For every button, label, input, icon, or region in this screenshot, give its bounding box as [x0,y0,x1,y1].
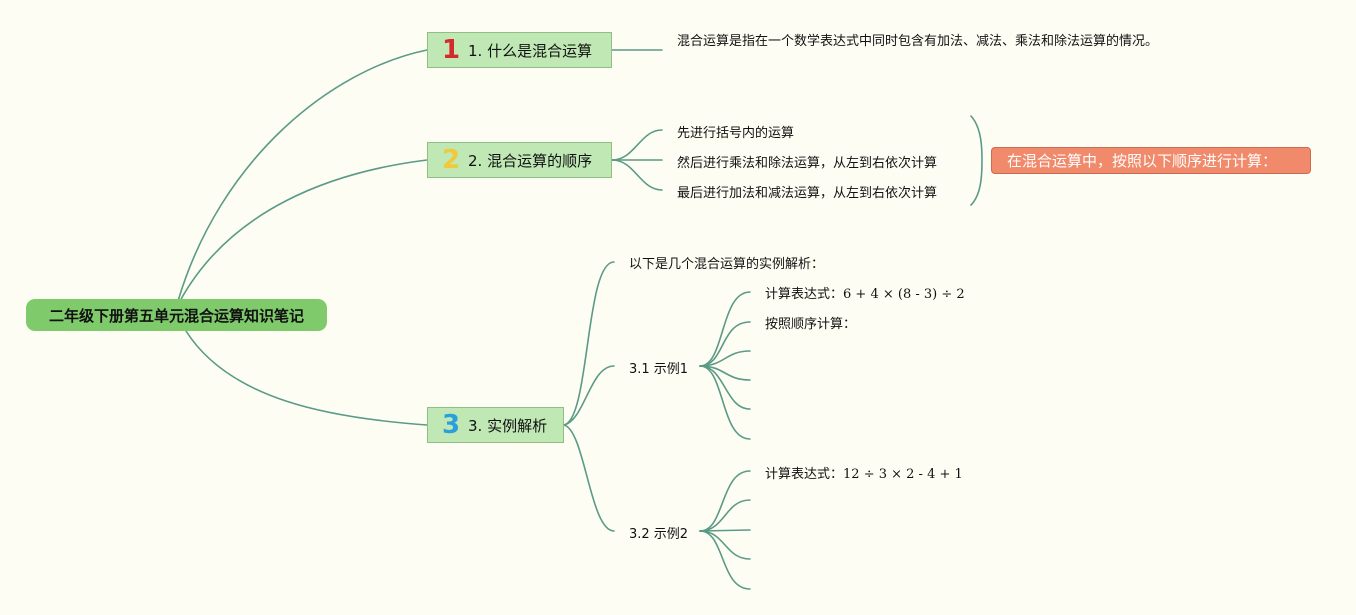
order-summary[interactable]: 在混合运算中，按照以下顺序进行计算： [991,147,1311,174]
order-step-3[interactable]: 最后进行加法和减法运算，从左到右依次计算 [677,186,938,201]
link-example2-child2 [699,499,751,532]
number-two-icon: 2 [441,145,461,175]
link-example1-child6 [699,365,751,440]
link-example2-child3 [699,529,751,532]
topic2-label: 2. 混合运算的顺序 [468,151,593,170]
link-example2-child1 [699,470,751,532]
example2-label: 3.2 示例2 [629,527,689,542]
summary-bracket [970,115,983,206]
link-example2-child5 [699,530,751,590]
link-topic2-step1 [611,129,663,161]
link-example2-child4 [699,530,751,560]
link-topic3-example2 [563,424,615,532]
example1-expression[interactable]: 计算表达式：6 + 4 × (8 - 3) ÷ 2 [765,283,965,302]
number-three-icon: 3 [441,410,461,440]
link-example1-child1 [699,291,751,367]
topic-example-analysis[interactable]: 3 3. 实例解析 [427,407,564,443]
link-root-topic3 [185,330,428,426]
link-topic3-example1 [563,365,615,426]
example2-expression-label: 计算表达式： [765,467,844,482]
link-example1-child5 [699,365,751,410]
example2-node[interactable]: 3.2 示例2 [629,523,688,542]
examples-intro[interactable]: 以下是几个混合运算的实例解析： [629,257,825,272]
number-one-icon: 1 [441,35,461,65]
example2-expression-value: 12 ÷ 3 × 2 - 4 + 1 [843,467,963,482]
order-summary-label: 在混合运算中，按照以下顺序进行计算： [1007,152,1278,170]
example1-order-note[interactable]: 按照顺序计算： [765,317,857,332]
topic-operation-order[interactable]: 2 2. 混合运算的顺序 [427,142,612,178]
link-root-topic2 [179,159,428,302]
order-step-1[interactable]: 先进行括号内的运算 [677,126,795,141]
link-topic2-step3 [611,159,663,191]
example1-expression-label: 计算表达式： [765,287,844,302]
root-topic-label: 二年级下册第五单元混合运算知识笔记 [48,306,304,325]
topic1-label: 1. 什么是混合运算 [468,41,593,60]
link-topic3-intro [563,261,615,426]
link-example1-child2 [699,321,751,367]
topic-what-is-mixed-operation[interactable]: 1 1. 什么是混合运算 [427,32,612,68]
example1-expression-value: 6 + 4 × (8 - 3) ÷ 2 [843,287,965,302]
example2-expression[interactable]: 计算表达式：12 ÷ 3 × 2 - 4 + 1 [765,463,963,482]
definition-text[interactable]: 混合运算是指在一个数学表达式中同时包含有加法、减法、乘法和除法运算的情况。 [677,34,1159,49]
example1-label: 3.1 示例1 [629,362,689,377]
root-topic[interactable]: 二年级下册第五单元混合运算知识笔记 [26,299,327,331]
example1-node[interactable]: 3.1 示例1 [629,358,688,377]
topic3-label: 3. 实例解析 [468,416,548,435]
link-root-topic1 [177,49,428,302]
order-step-2[interactable]: 然后进行乘法和除法运算，从左到右依次计算 [677,156,938,171]
